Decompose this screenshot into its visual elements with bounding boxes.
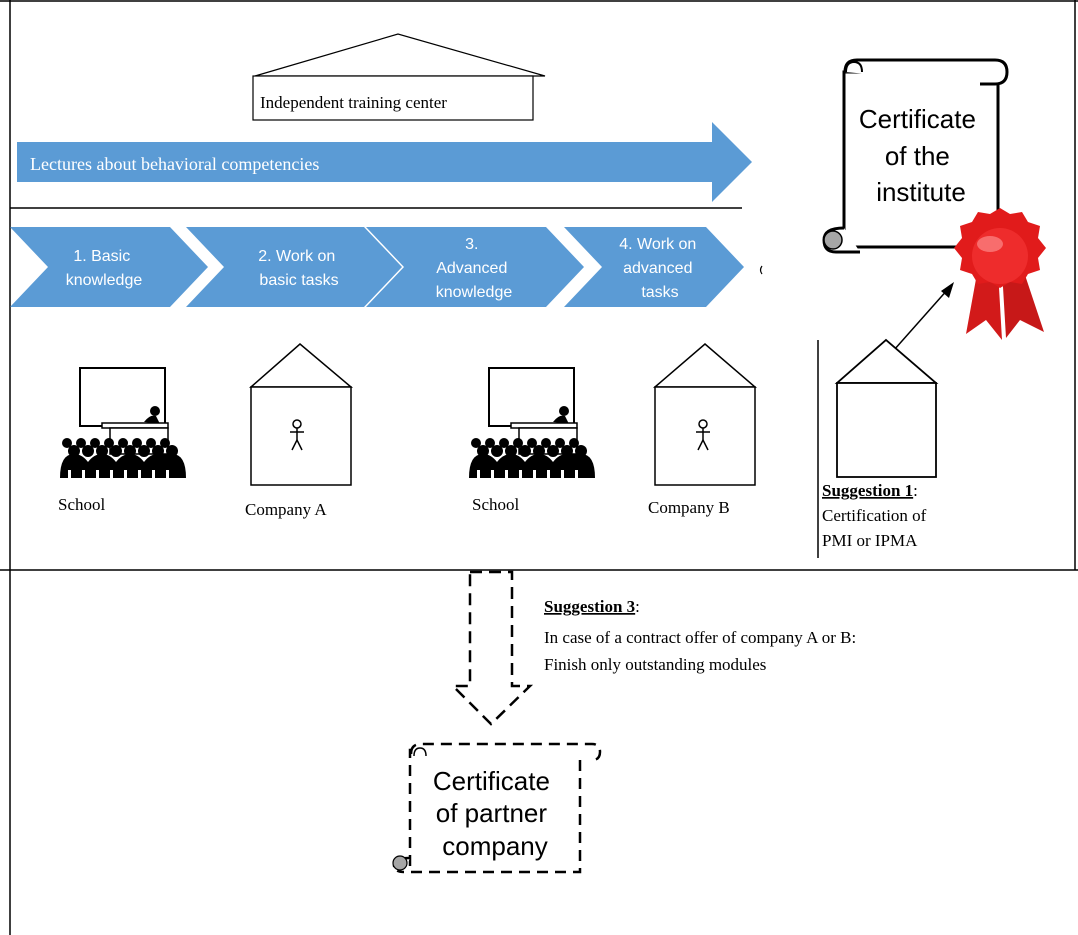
svg-text:3. Advanced kn: 3. Advanced knowledge [436, 236, 513, 301]
phase-label-line: knowledge [66, 272, 143, 289]
location-label: Company A [245, 500, 327, 519]
suggestion-3-colon: : [635, 597, 640, 616]
company-house-icon [652, 343, 758, 486]
phase-label-line: basic tasks [259, 272, 338, 289]
institute-certificate-scroll: Certificate of the institute [822, 58, 1009, 254]
phase-chevrons: 1. Basic knowledge 2. Work on basic task… [10, 227, 763, 307]
company-house-icon [249, 343, 354, 486]
certificate-text-line: institute [876, 177, 966, 207]
svg-text:4. Work on advanced: 4. Work on advanced tasks [619, 236, 701, 301]
certificate-text-line: of the [885, 141, 950, 171]
svg-text:Certificate of the: Certificate of the institute [859, 104, 983, 207]
lectures-arrow-label: Lectures about behavioral competencies [30, 154, 319, 174]
phase-chevron: 2. Work on basic tasks [186, 227, 402, 307]
suggestion-3-text: In case of a contract offer of company A… [544, 628, 856, 647]
phase-label-line: advanced [623, 260, 692, 277]
svg-text:2. Work on basic tasks: 2. Work on basic tasks [258, 248, 340, 289]
location-label: School [58, 495, 106, 514]
phase-label-line: 4. Work on [619, 236, 696, 253]
partner-certificate-scroll: Certificate of partner company [392, 742, 602, 874]
certificate-text-line: company [442, 831, 548, 861]
school-location: School [468, 367, 596, 514]
phase-label-line: tasks [641, 284, 678, 301]
svg-text:1. Basic knowledge: 1. Basic knowledge [66, 248, 143, 289]
phase-chevron: 1. Basic knowledge [10, 227, 208, 307]
suggestion-3-text: Finish only outstanding modules [544, 655, 766, 674]
red-seal-icon [954, 208, 1046, 340]
svg-text:Certificate of partner: Certificate of partner company [433, 766, 557, 861]
suggestion-1-text: Certification of [822, 506, 927, 525]
company-location: Company B [648, 343, 758, 517]
certification-body-house [834, 282, 954, 478]
certificate-text-line: Certificate [433, 766, 550, 796]
phase-label-line: 3. [465, 236, 478, 253]
phase-chevron: 4. Work on advanced tasks [564, 227, 744, 307]
suggestion-3-title: Suggestion 3 [544, 597, 635, 616]
training-center-house: Independent training center [252, 33, 546, 121]
suggestion-1-text: PMI or IPMA [822, 531, 918, 550]
classroom-icon [59, 367, 187, 479]
training-center-label: Independent training center [260, 93, 447, 112]
classroom-icon [468, 367, 596, 479]
phase-label-line: knowledge [436, 284, 513, 301]
dashed-down-arrow-icon [449, 570, 534, 726]
svg-text:Suggestion 1:: Suggestion 1: [822, 481, 918, 500]
phase-label-line: 2. Work on [258, 248, 335, 265]
certificate-text-line: Certificate [859, 104, 976, 134]
school-location: School [58, 367, 187, 514]
lectures-arrow: Lectures about behavioral competencies [17, 122, 752, 202]
suggestion-1-colon: : [913, 481, 918, 500]
company-location: Company A [245, 343, 354, 519]
chevron-end-mark [759, 265, 763, 275]
suggestion-3: Suggestion 3: In case of a contract offe… [544, 597, 856, 674]
certificate-text-line: of partner [436, 798, 548, 828]
training-center-roof-icon [254, 33, 546, 77]
location-label: Company B [648, 498, 730, 517]
svg-text:Suggestion 3:: Suggestion 3: [544, 597, 640, 616]
suggestion-1: Suggestion 1: Certification of PMI or IP… [822, 481, 927, 550]
suggestion-1-title: Suggestion 1 [822, 481, 913, 500]
phase-label-line: Advanced [436, 260, 507, 277]
phase-label-line: 1. Basic [73, 248, 130, 265]
phase-chevron: 3. Advanced knowledge [366, 227, 584, 307]
location-label: School [472, 495, 520, 514]
